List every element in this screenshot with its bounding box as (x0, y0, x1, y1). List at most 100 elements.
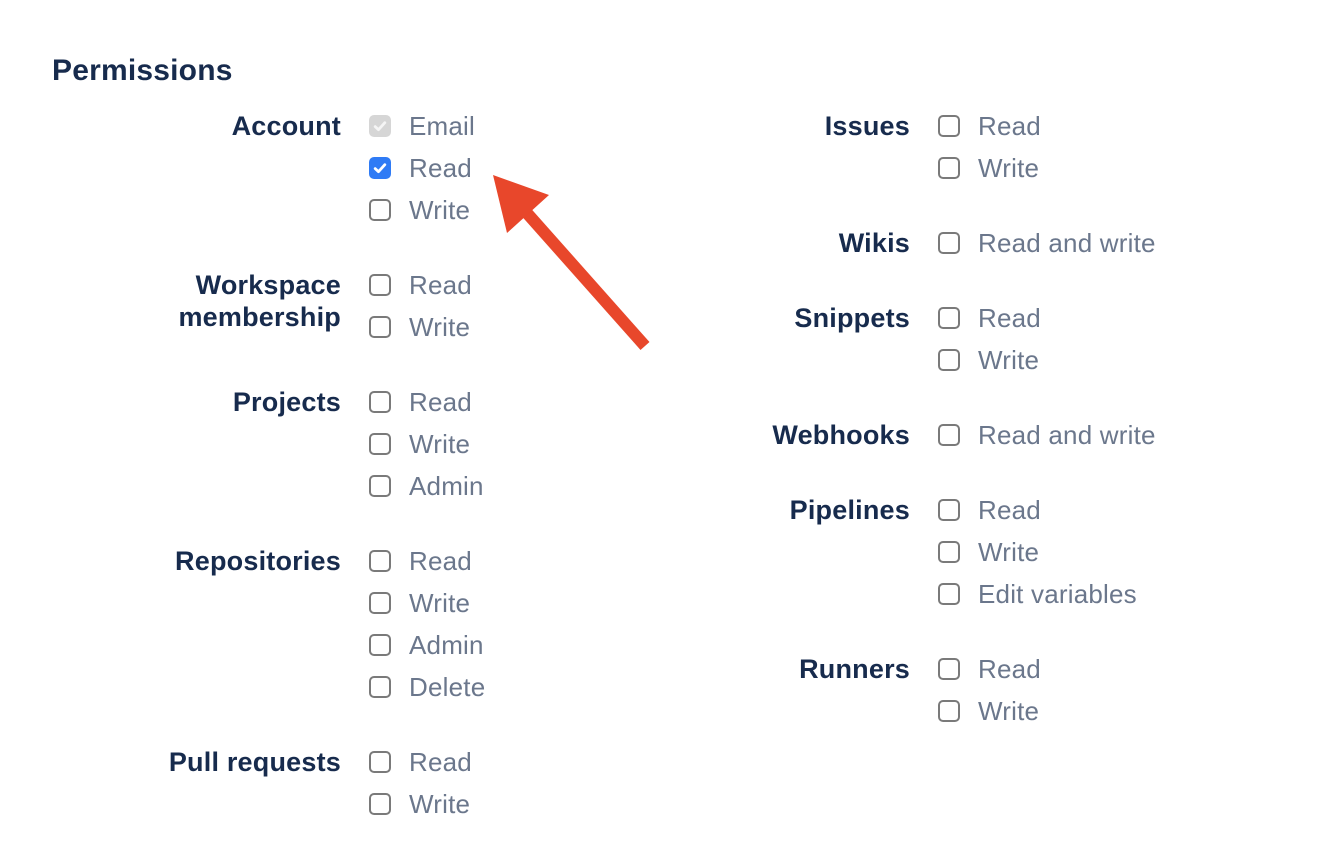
permission-option-runners-write[interactable]: Write (938, 690, 1041, 732)
permission-option-pull-requests-write[interactable]: Write (369, 783, 472, 825)
permission-options-webhooks: Read and write (938, 414, 1156, 456)
permission-option-repositories-read[interactable]: Read (369, 540, 485, 582)
checkbox-pipelines-edit-variables[interactable] (938, 583, 960, 605)
checkbox-workspace-membership-read[interactable] (369, 274, 391, 296)
checkbox-label-runners-write[interactable]: Write (978, 696, 1040, 726)
permission-group-wikis: Wikis Read and write (630, 222, 1156, 264)
permission-option-pipelines-write[interactable]: Write (938, 531, 1137, 573)
permission-option-snippets-write[interactable]: Write (938, 339, 1041, 381)
checkbox-label-projects-admin[interactable]: Admin (409, 471, 484, 501)
checkbox-label-wikis-read-and-write[interactable]: Read and write (978, 228, 1156, 258)
checkbox-label-issues-write[interactable]: Write (978, 153, 1040, 183)
checkbox-label-runners-read[interactable]: Read (978, 654, 1041, 684)
checkbox-label-repositories-write[interactable]: Write (409, 588, 471, 618)
permission-option-account-write[interactable]: Write (369, 189, 475, 231)
permission-option-snippets-read[interactable]: Read (938, 297, 1041, 339)
permission-option-pull-requests-read[interactable]: Read (369, 741, 472, 783)
permission-group-label-workspace-membership: Workspace membership (178, 270, 341, 332)
checkbox-label-webhooks-read-and-write[interactable]: Read and write (978, 420, 1156, 450)
checkbox-label-account-email: Email (409, 111, 476, 141)
checkbox-label-issues-read[interactable]: Read (978, 111, 1041, 141)
checkbox-label-pipelines-edit-variables[interactable]: Edit variables (978, 579, 1137, 609)
checkbox-label-account-read[interactable]: Read (409, 153, 472, 183)
checkbox-projects-read[interactable] (369, 391, 391, 413)
permission-group-label-pipelines: Pipelines (789, 495, 910, 525)
permission-option-projects-admin[interactable]: Admin (369, 465, 484, 507)
checkbox-wikis-read-and-write[interactable] (938, 232, 960, 254)
checkbox-repositories-read[interactable] (369, 550, 391, 572)
permission-option-webhooks-read-and-write[interactable]: Read and write (938, 414, 1156, 456)
permission-option-issues-read[interactable]: Read (938, 105, 1041, 147)
permission-group-label-webhooks: Webhooks (772, 420, 910, 450)
permission-group-label-runners: Runners (799, 654, 910, 684)
checkbox-pipelines-write[interactable] (938, 541, 960, 563)
checkbox-label-snippets-write[interactable]: Write (978, 345, 1040, 375)
permission-group-webhooks: Webhooks Read and write (630, 414, 1156, 456)
checkbox-label-pull-requests-read[interactable]: Read (409, 747, 472, 777)
checkbox-repositories-write[interactable] (369, 592, 391, 614)
checkbox-account-read[interactable] (369, 157, 391, 179)
checkbox-label-account-write[interactable]: Write (409, 195, 471, 225)
permission-option-repositories-write[interactable]: Write (369, 582, 485, 624)
checkbox-label-repositories-read[interactable]: Read (409, 546, 472, 576)
checkbox-label-snippets-read[interactable]: Read (978, 303, 1041, 333)
checkbox-repositories-delete[interactable] (369, 676, 391, 698)
checkbox-label-projects-write[interactable]: Write (409, 429, 471, 459)
checkbox-label-pull-requests-write[interactable]: Write (409, 789, 471, 819)
checkbox-account-write[interactable] (369, 199, 391, 221)
checkbox-pull-requests-write[interactable] (369, 793, 391, 815)
checkbox-label-workspace-membership-write[interactable]: Write (409, 312, 471, 342)
checkbox-issues-read[interactable] (938, 115, 960, 137)
checkbox-snippets-read[interactable] (938, 307, 960, 329)
permission-option-workspace-membership-read[interactable]: Read (369, 264, 472, 306)
permission-option-repositories-delete[interactable]: Delete (369, 666, 485, 708)
checkbox-webhooks-read-and-write[interactable] (938, 424, 960, 446)
checkbox-label-workspace-membership-read[interactable]: Read (409, 270, 472, 300)
checkbox-label-pipelines-read[interactable]: Read (978, 495, 1041, 525)
permission-option-repositories-admin[interactable]: Admin (369, 624, 485, 666)
checkbox-workspace-membership-write[interactable] (369, 316, 391, 338)
checkbox-account-email (369, 115, 391, 137)
checkbox-label-repositories-admin[interactable]: Admin (409, 630, 484, 660)
permission-option-projects-read[interactable]: Read (369, 381, 484, 423)
checkbox-runners-write[interactable] (938, 700, 960, 722)
checkbox-snippets-write[interactable] (938, 349, 960, 371)
permission-group-label-repositories: Repositories (175, 546, 341, 576)
permission-option-projects-write[interactable]: Write (369, 423, 484, 465)
permission-option-pipelines-read[interactable]: Read (938, 489, 1137, 531)
checkbox-label-projects-read[interactable]: Read (409, 387, 472, 417)
checkbox-projects-admin[interactable] (369, 475, 391, 497)
permission-group-label-projects: Projects (232, 387, 341, 417)
permission-option-account-read[interactable]: Read (369, 147, 475, 189)
permission-option-wikis-read-and-write[interactable]: Read and write (938, 222, 1156, 264)
checkbox-repositories-admin[interactable] (369, 634, 391, 656)
permission-option-issues-write[interactable]: Write (938, 147, 1041, 189)
permission-group-label-wikis: Wikis (838, 228, 910, 258)
permission-options-wikis: Read and write (938, 222, 1156, 264)
permission-option-runners-read[interactable]: Read (938, 648, 1041, 690)
checkbox-label-pipelines-write[interactable]: Write (978, 537, 1040, 567)
checkbox-pull-requests-read[interactable] (369, 751, 391, 773)
permission-option-workspace-membership-write[interactable]: Write (369, 306, 472, 348)
checkbox-projects-write[interactable] (369, 433, 391, 455)
permission-option-pipelines-edit-variables[interactable]: Edit variables (938, 573, 1137, 615)
checkbox-pipelines-read[interactable] (938, 499, 960, 521)
checkbox-runners-read[interactable] (938, 658, 960, 680)
checkbox-issues-write[interactable] (938, 157, 960, 179)
checkbox-label-repositories-delete[interactable]: Delete (409, 672, 486, 702)
permission-option-account-email: Email (369, 105, 475, 147)
